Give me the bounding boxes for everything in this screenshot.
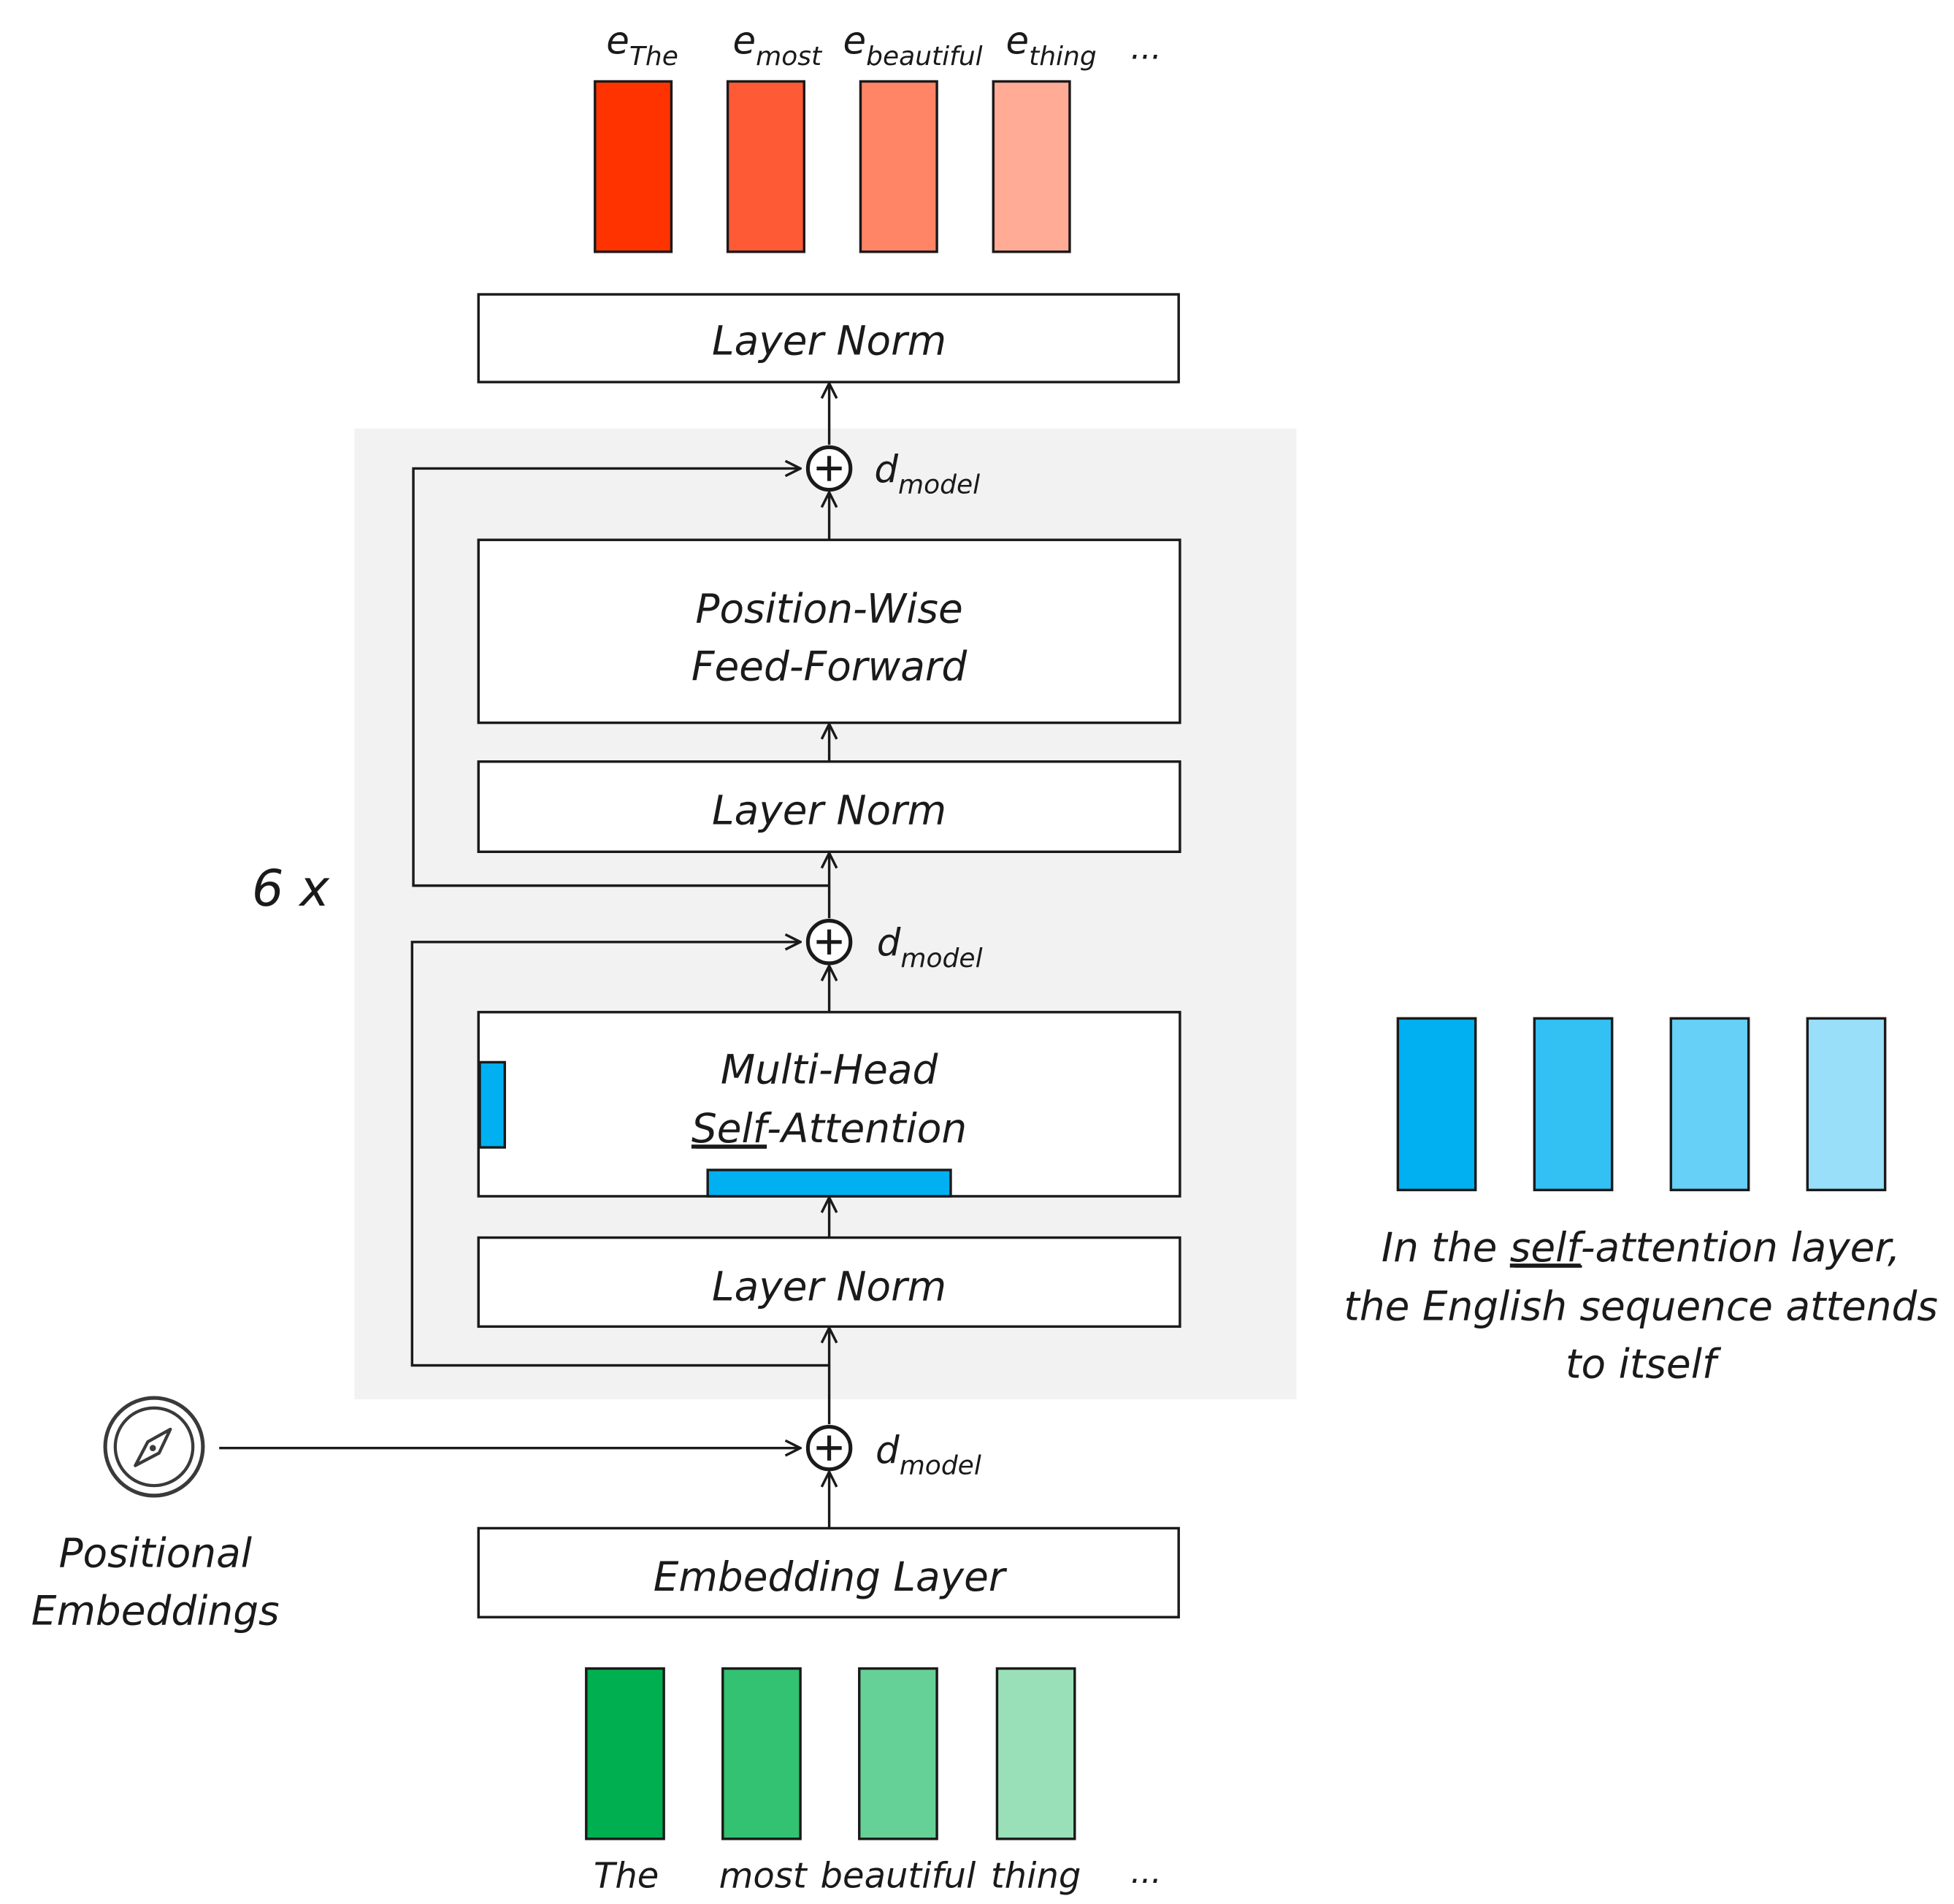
input-token-label-beautiful: beautiful — [821, 1856, 976, 1897]
dmodel-label-ffn: dmodel — [874, 448, 980, 500]
output-label-most: emost — [733, 20, 824, 72]
output-embeddings — [594, 80, 1071, 253]
key-vector-bar — [706, 1169, 952, 1198]
ffn-layer-norm-label: Layer Norm — [712, 787, 946, 834]
residual-connection-attention — [410, 942, 830, 1367]
attention-layer-norm-label: Layer Norm — [712, 1263, 946, 1310]
input-token-most — [721, 1667, 802, 1840]
output-label-beautiful: ebeautiful — [843, 20, 982, 72]
input-token-label-most: most — [719, 1856, 808, 1897]
positional-label-line1: Positional — [58, 1530, 252, 1577]
add-node-attention — [805, 919, 853, 966]
embedding-layer-box — [477, 1526, 1180, 1618]
final-layer-norm-label: Layer Norm — [712, 317, 946, 364]
output-label-the: eThe — [606, 20, 678, 72]
attention-vector-3 — [1669, 1017, 1750, 1192]
residual-connection-ffn — [412, 468, 830, 887]
add-node-positional — [805, 1424, 853, 1472]
input-token-labels: The most beautiful thing ... — [594, 1853, 1162, 1897]
output-ellipsis: ... — [1130, 29, 1162, 67]
input-token-the — [585, 1667, 665, 1840]
attention-vector-1 — [1396, 1017, 1477, 1192]
self-attention-label-line2: Self-Attention — [691, 1105, 967, 1152]
dmodel-label-attention: dmodel — [877, 922, 983, 974]
input-token-thing — [995, 1667, 1076, 1840]
input-tokens — [585, 1667, 1076, 1840]
feed-forward-label-line1: Position-Wise — [695, 585, 962, 632]
attention-vector-2 — [1533, 1017, 1614, 1192]
output-embedding-thing — [992, 80, 1071, 253]
output-labels: eThe emost ebeautiful ething ... — [606, 20, 1162, 72]
self-attention-box — [477, 1011, 1181, 1198]
repeat-label: 6 x — [252, 860, 330, 918]
note-line3: to itself — [1566, 1341, 1722, 1388]
output-label-thing: ething — [1005, 20, 1096, 72]
dmodel-label-positional: dmodel — [876, 1429, 981, 1480]
output-embedding-the — [594, 80, 673, 253]
compass-icon — [103, 1396, 205, 1498]
attention-layer-norm-box — [477, 1236, 1181, 1328]
self-attention-label-line1: Multi-Head — [721, 1047, 939, 1093]
final-layer-norm-box — [477, 293, 1180, 383]
attention-vectors — [1396, 1017, 1887, 1192]
feed-forward-label-line2: Feed-Forward — [691, 643, 968, 689]
input-token-label-the: The — [594, 1856, 659, 1897]
input-token-beautiful — [858, 1667, 938, 1840]
output-embedding-beautiful — [859, 80, 938, 253]
output-embedding-most — [726, 80, 805, 253]
embedding-layer-label: Embedding Layer — [654, 1553, 1008, 1600]
input-ellipsis: ... — [1130, 1853, 1162, 1891]
input-token-label-thing: thing — [991, 1856, 1081, 1897]
positional-label-line2: Embeddings — [31, 1588, 280, 1635]
ffn-layer-norm-box — [477, 760, 1181, 854]
attention-vector-4 — [1806, 1017, 1887, 1192]
query-vector-bar — [478, 1060, 507, 1149]
note-line1: In the self-attention layer, — [1382, 1224, 1901, 1271]
add-node-ffn — [805, 445, 853, 492]
note-line2: the English sequence attends — [1344, 1283, 1938, 1330]
